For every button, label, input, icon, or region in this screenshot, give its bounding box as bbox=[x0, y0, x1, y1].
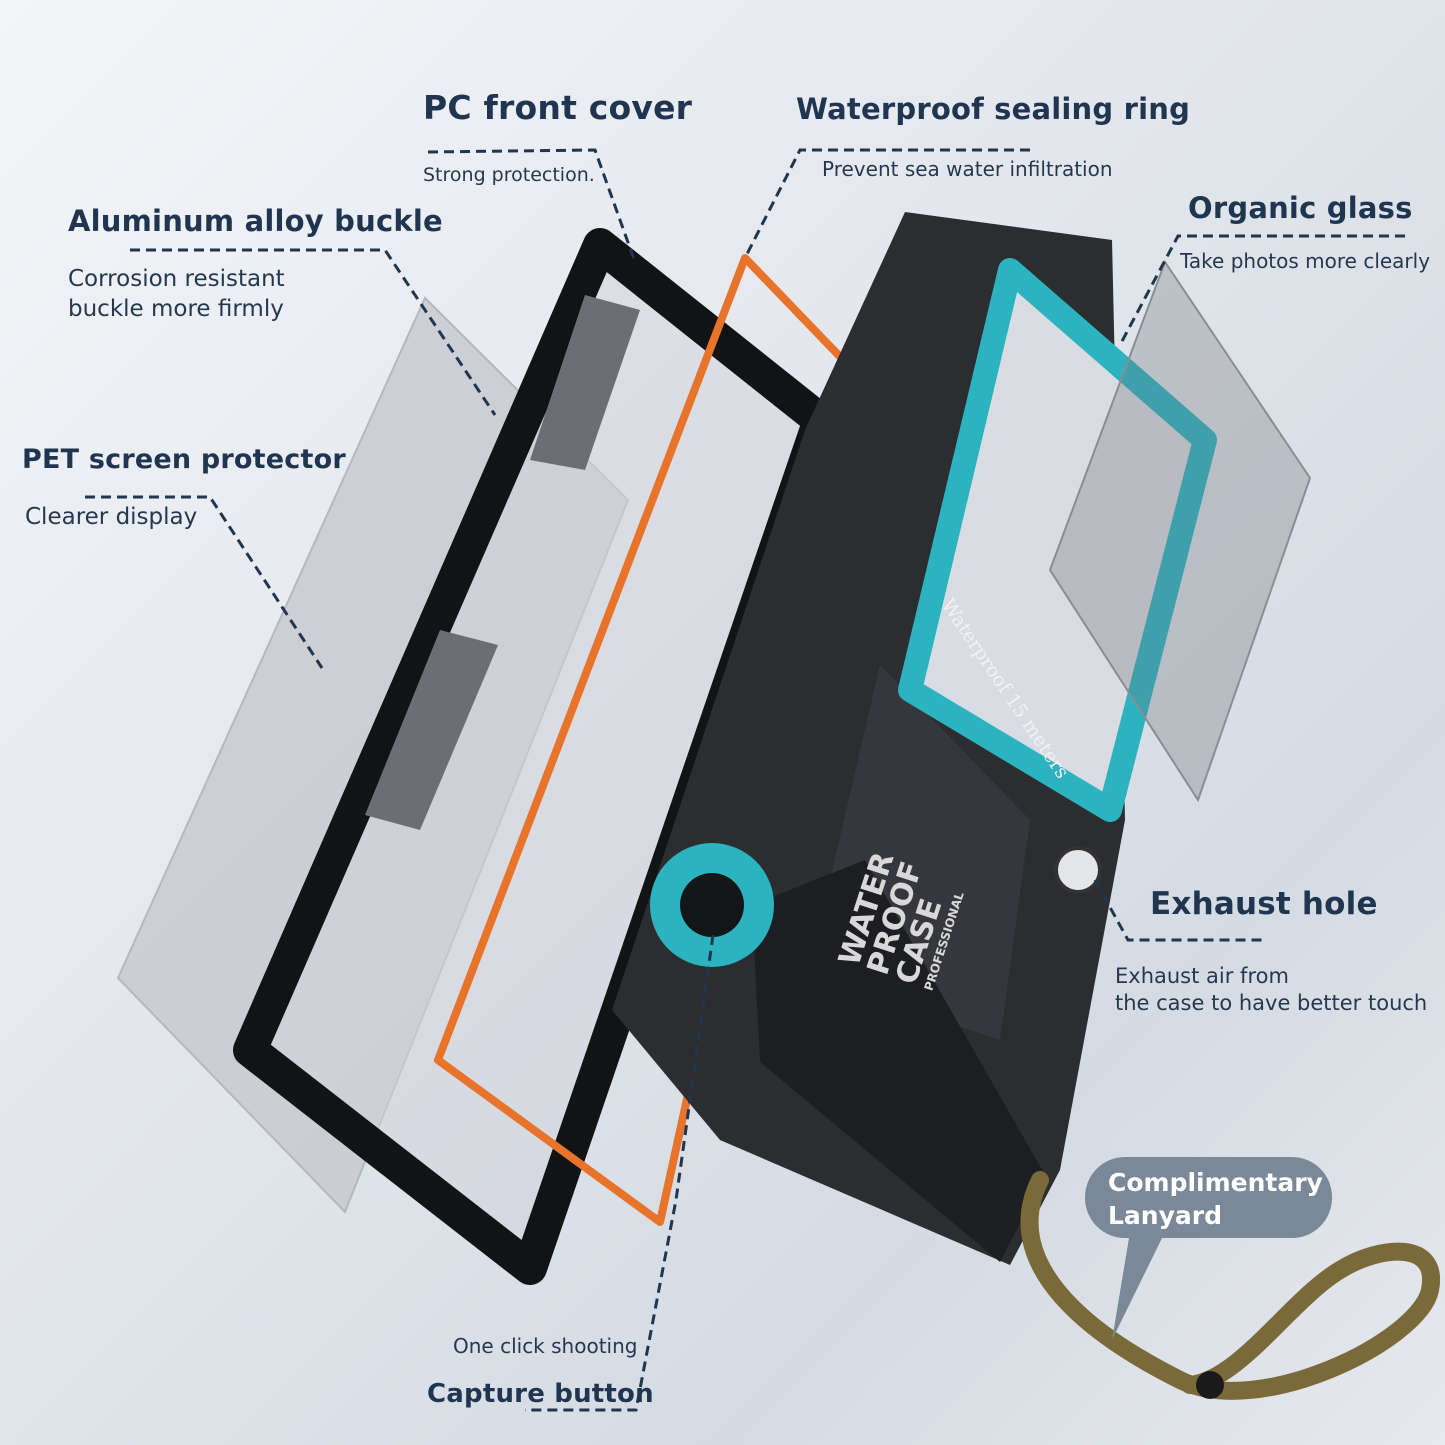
pet-protector-desc: Clearer display bbox=[25, 504, 198, 530]
capture-button-desc: One click shooting bbox=[453, 1334, 638, 1358]
camera-window-ring bbox=[898, 258, 1217, 822]
sealing-ring-title: Waterproof sealing ring bbox=[796, 92, 1191, 126]
aluminum-buckle-desc-1: Corrosion resistant bbox=[68, 266, 285, 292]
exhaust-hole-desc-1: Exhaust air from bbox=[1115, 964, 1289, 988]
aluminum-buckle-top bbox=[530, 295, 640, 470]
leader-pet-protector bbox=[85, 495, 324, 669]
lanyard-bubble: Complimentary Lanyard bbox=[1085, 1157, 1332, 1238]
exhaust-hole-desc-2: the case to have better touch bbox=[1115, 991, 1428, 1015]
leader-exhaust-hole bbox=[1093, 879, 1265, 942]
exhaust-hole-knob[interactable] bbox=[1054, 846, 1102, 894]
sealing-ring-desc: Prevent sea water infiltration bbox=[822, 157, 1113, 181]
pc-front-cover-title: PC front cover bbox=[423, 88, 693, 127]
pet-protector-title: PET screen protector bbox=[22, 444, 346, 475]
organic-glass-lens bbox=[1048, 259, 1312, 803]
aluminum-buckle-bottom bbox=[365, 630, 498, 830]
leader-pc-front-cover bbox=[427, 148, 637, 263]
lanyard-line-1: Complimentary bbox=[1108, 1168, 1323, 1197]
leader-capture-button bbox=[525, 934, 715, 1412]
lanyard bbox=[1020, 1171, 1441, 1400]
lanyard-stopper bbox=[1196, 1371, 1224, 1399]
waterproof-sealing-ring bbox=[434, 254, 852, 1226]
hand-grip bbox=[752, 860, 1045, 1262]
exhaust-hole-title: Exhaust hole bbox=[1150, 886, 1378, 922]
aluminum-buckle-desc-2: buckle more firmly bbox=[68, 296, 284, 322]
aluminum-buckle-title: Aluminum alloy buckle bbox=[68, 204, 443, 238]
lanyard-line-2: Lanyard bbox=[1108, 1201, 1222, 1230]
bubble-pointer bbox=[1112, 1232, 1165, 1340]
leader-organic-glass bbox=[1118, 234, 1405, 346]
leader-sealing-ring bbox=[743, 148, 1030, 259]
pc-front-cover bbox=[233, 228, 837, 1285]
capture-button-title: Capture button bbox=[427, 1379, 654, 1409]
leader-aluminum-buckle bbox=[130, 248, 497, 416]
capture-button-icon[interactable] bbox=[680, 873, 744, 937]
organic-glass-title: Organic glass bbox=[1188, 191, 1413, 225]
pc-front-cover-desc: Strong protection. bbox=[423, 164, 595, 186]
organic-glass-desc: Take photos more clearly bbox=[1180, 249, 1431, 273]
